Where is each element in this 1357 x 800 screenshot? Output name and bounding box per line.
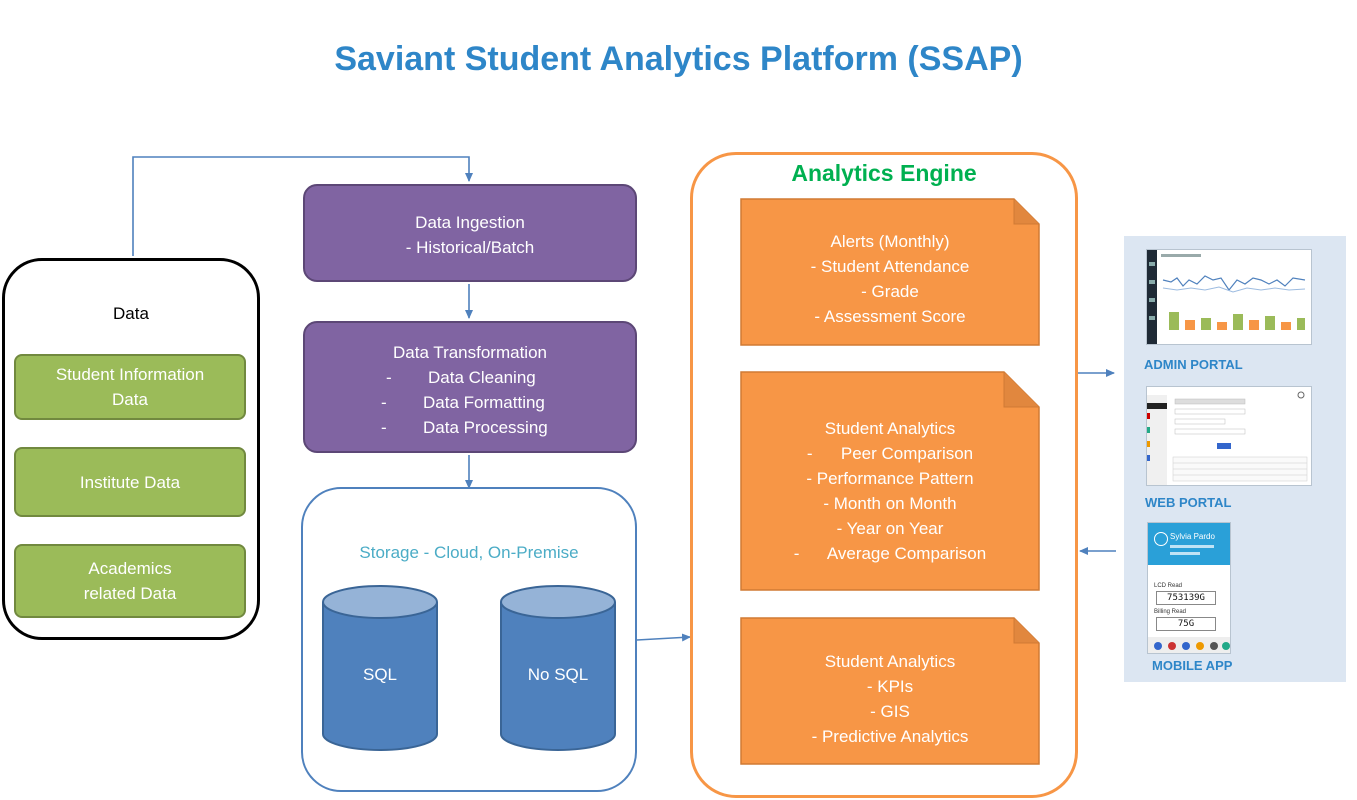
advanced-analytics-line: - GIS (870, 702, 910, 721)
student-analytics-line: Student Analytics (824, 419, 956, 438)
admin-portal-chart (1147, 250, 1306, 344)
data-item-line: Student Information (55, 365, 205, 384)
web-portal-screenshot (1146, 386, 1312, 486)
data-label: Data (113, 304, 149, 323)
data-item-academics: Academics related Data (14, 544, 246, 618)
advanced-analytics-card (740, 617, 1040, 765)
student-analytics-line: - Performance Pattern (806, 469, 974, 488)
alerts-text: Alerts (Monthly) - Student Attendance - … (740, 229, 1040, 329)
mobile-app-screenshot: Sylvia Pardo LCD Read 753139G Billing Re… (1147, 522, 1231, 654)
transformation-item: -Data Cleaning (305, 365, 635, 390)
user-avatar-icon (1154, 532, 1168, 546)
page-title: Saviant Student Analytics Platform (SSAP… (334, 40, 1023, 78)
ingestion-title: Data Ingestion (415, 213, 525, 232)
connector-storage-to-engine (636, 633, 691, 642)
connector-data-to-ingestion (132, 156, 473, 256)
student-analytics-text: Student Analytics - Peer Comparison - Pe… (740, 416, 1040, 566)
student-analytics-line: - Average Comparison (793, 544, 987, 563)
transformation-item: -Data Processing (305, 415, 635, 440)
alerts-line: - Grade (861, 282, 919, 301)
storage-title: Storage - Cloud, On-Premise (359, 543, 579, 562)
mobile-app-label[interactable]: MOBILE APP (1152, 658, 1233, 673)
student-analytics-line: - Year on Year (836, 519, 944, 538)
advanced-analytics-line: - KPIs (866, 677, 914, 696)
data-item-student-information: Student Information Data (14, 354, 246, 420)
billing-read-value: 75G (1156, 617, 1216, 631)
data-item-line: Academics (88, 559, 172, 578)
nosql-label: No SQL (527, 665, 589, 684)
transformation-item-label: Data Processing (423, 418, 548, 437)
admin-portal-screenshot (1146, 249, 1312, 345)
advanced-analytics-line: - Predictive Analytics (811, 727, 969, 746)
data-transformation-box: Data Transformation -Data Cleaning -Data… (303, 321, 637, 453)
data-item-line: Institute Data (79, 472, 181, 492)
advanced-analytics-line: Student Analytics (824, 652, 956, 671)
student-analytics-line: - Peer Comparison (806, 444, 974, 463)
sql-database-icon (322, 585, 438, 751)
data-item-line: Data (112, 390, 148, 409)
transformation-title: Data Transformation (392, 343, 547, 362)
web-portal-form (1147, 391, 1308, 485)
mobile-user-name: Sylvia Pardo (1170, 532, 1215, 541)
student-analytics-card (740, 371, 1040, 591)
alerts-line: - Student Attendance (810, 257, 970, 276)
ingestion-subtitle: - Historical/Batch (405, 238, 535, 257)
nosql-database-icon (500, 585, 616, 751)
transformation-item: -Data Formatting (305, 390, 635, 415)
alerts-line: - Assessment Score (814, 307, 966, 326)
sql-label: SQL (362, 665, 398, 684)
alerts-line: Alerts (Monthly) (830, 232, 950, 251)
transformation-item-label: Data Cleaning (428, 368, 536, 387)
advanced-analytics-text: Student Analytics - KPIs - GIS - Predict… (740, 649, 1040, 749)
alerts-card (740, 198, 1040, 346)
mobile-app-toolbar (1148, 637, 1230, 653)
lcd-read-label: LCD Read (1154, 583, 1183, 589)
data-item-institute: Institute Data (14, 447, 246, 517)
transformation-item-label: Data Formatting (423, 393, 545, 412)
web-portal-label[interactable]: WEB PORTAL (1145, 495, 1232, 510)
student-analytics-line: - Month on Month (823, 494, 957, 513)
analytics-engine-title: Analytics Engine (791, 160, 977, 186)
mobile-app-header: Sylvia Pardo (1148, 523, 1230, 565)
lcd-read-value: 753139G (1156, 591, 1216, 605)
data-ingestion-box: Data Ingestion - Historical/Batch (303, 184, 637, 282)
admin-portal-label[interactable]: ADMIN PORTAL (1144, 357, 1243, 372)
data-item-line: related Data (83, 584, 177, 603)
billing-read-label: Billing Read (1154, 609, 1187, 615)
